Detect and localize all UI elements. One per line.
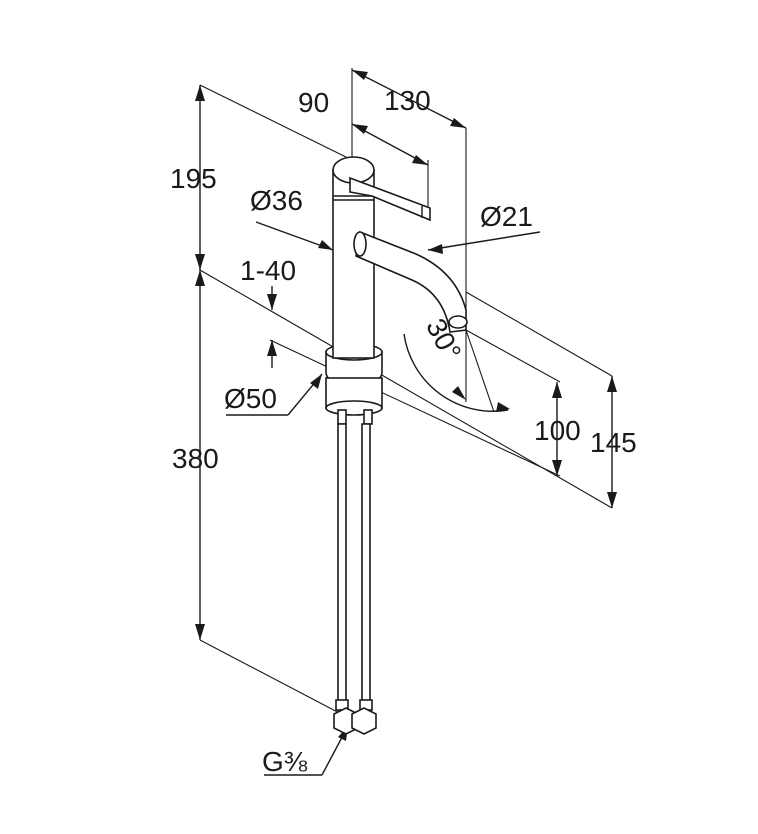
label-spout-diameter: Ø21: [480, 201, 533, 232]
label-spout-reach: 130: [384, 85, 431, 116]
label-hose-length: 380: [172, 443, 219, 474]
label-base-diameter: Ø50: [224, 383, 277, 414]
label-total-height: 195: [170, 163, 217, 194]
dimension-labels: 195 90 130 Ø36 Ø21 1-40 30° Ø50 100 145 …: [170, 85, 637, 777]
label-body-diameter: Ø36: [250, 185, 303, 216]
label-spout-height: 100: [534, 415, 581, 446]
label-deck-thickness: 1-40: [240, 255, 296, 286]
label-thread: G⅜: [262, 746, 308, 777]
label-outlet-height: 145: [590, 427, 637, 458]
label-handle-reach: 90: [298, 87, 329, 118]
faucet-body: [325, 156, 468, 735]
dimension-lines: [195, 68, 617, 776]
